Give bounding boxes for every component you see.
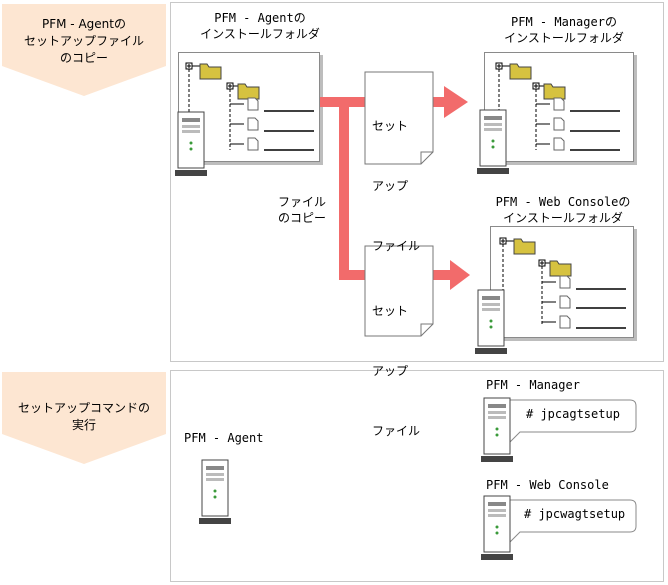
step2-webconsole-label: PFM - Web Console	[486, 478, 609, 492]
agent-folder-tree	[185, 62, 244, 150]
step1-banner: PFM - Agentの セットアップファイル のコピー	[2, 4, 166, 96]
file-icon	[247, 137, 259, 151]
setup-doc2-line3: ファイル	[372, 424, 421, 438]
agent-folder-icons	[199, 63, 260, 100]
manager-command: # jpcagtsetup	[526, 407, 620, 421]
agent-folder-label: PFM - Agentの インストールフォルダ	[180, 10, 340, 42]
folder-icon	[237, 83, 260, 100]
setup-doc2-line1: セット	[372, 304, 409, 318]
step1-banner-line2: セットアップファイル	[23, 34, 144, 48]
webconsole-command: # jpcwagtsetup	[524, 507, 626, 521]
file-icon	[559, 275, 571, 289]
folder-icon	[513, 238, 536, 255]
step2-banner-line2: 実行	[71, 418, 96, 432]
step2-banner: セットアップコマンドの 実行	[2, 372, 166, 464]
step1-banner-shape	[2, 4, 166, 96]
step2-banner-shape	[2, 372, 166, 464]
step1-banner-line3: のコピー	[59, 51, 108, 65]
step1-banner-line1: PFM - Agentの	[42, 17, 126, 31]
folder-icon	[549, 260, 572, 277]
file-icon	[553, 97, 565, 111]
setup-file-doc-1: セット アップ ファイル	[372, 76, 420, 276]
file-icon	[553, 137, 565, 151]
file-icon	[247, 97, 259, 111]
setup-doc1-line3: ファイル	[372, 239, 421, 253]
file-copy-line1: ファイル	[277, 195, 326, 209]
file-copy-line2: のコピー	[277, 211, 326, 225]
file-icon	[247, 117, 259, 131]
server-agent-step1	[175, 111, 207, 176]
setup-file-doc-shapes	[364, 71, 434, 337]
step2-agent-label: PFM - Agent	[184, 431, 264, 445]
server-webconsole-step1	[475, 289, 507, 354]
folder-icon	[543, 83, 566, 100]
setup-file-doc-2: セット アップ ファイル	[372, 261, 420, 461]
setup-doc2-line2: アップ	[372, 364, 409, 378]
webconsole-folder-line2: インストールフォルダ	[503, 211, 623, 225]
manager-folder-line2: インストールフォルダ	[504, 31, 624, 45]
file-icon	[559, 295, 571, 309]
setup-doc1-line2: アップ	[372, 179, 409, 193]
step2-banner-line1: セットアップコマンドの	[17, 401, 150, 415]
server-manager-step1	[477, 109, 509, 174]
agent-folder-line1: PFM - Agentの	[214, 11, 306, 25]
command-callouts	[503, 399, 637, 546]
webconsole-folder-tree	[499, 237, 556, 326]
server-webconsole-step2	[481, 495, 513, 560]
folder-icon	[199, 63, 222, 80]
agent-file-icons	[247, 97, 259, 151]
manager-folder-tree	[495, 62, 550, 150]
server-agent-step2	[199, 459, 231, 524]
folder-icon	[509, 63, 532, 80]
setup-doc1-line1: セット	[372, 119, 409, 133]
server-manager-step2	[481, 397, 513, 462]
file-icon	[553, 117, 565, 131]
webconsole-folder-label: PFM - Web Consoleの インストールフォルダ	[468, 194, 658, 226]
agent-folder-line2: インストールフォルダ	[200, 27, 320, 41]
file-copy-label: ファイル のコピー	[264, 194, 340, 226]
manager-folder-line1: PFM - Managerの	[511, 15, 617, 29]
manager-folder-label: PFM - Managerの インストールフォルダ	[474, 14, 654, 46]
file-icon	[559, 315, 571, 329]
step2-manager-label: PFM - Manager	[486, 378, 580, 392]
webconsole-folder-line1: PFM - Web Consoleの	[495, 195, 631, 209]
